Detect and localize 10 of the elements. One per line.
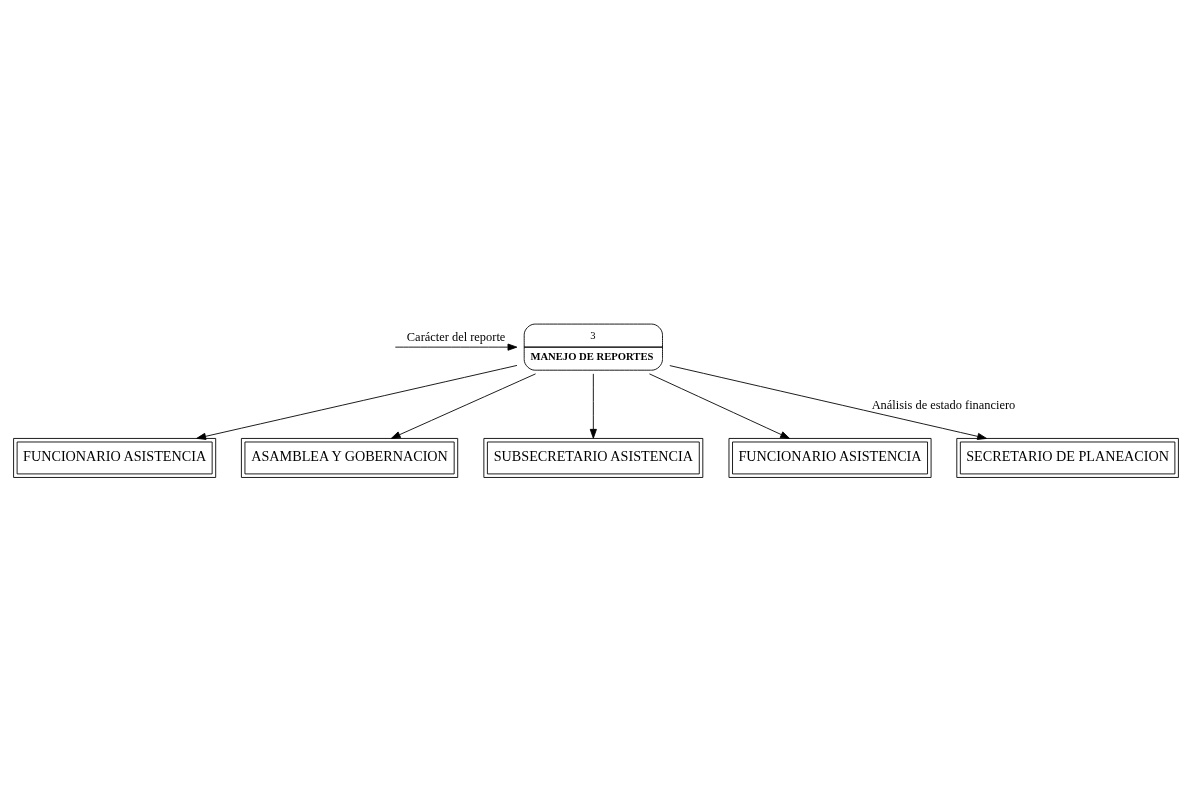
arrow [394,343,518,351]
arrow [196,364,518,440]
node-box: FUNCIONARIO ASISTENCIA [728,437,932,478]
edge-label: Carácter del reporte [406,329,506,344]
arrow [649,372,790,439]
edge-label: Análisis de estado financiero [871,397,1016,412]
arrow [390,372,536,439]
node-box: ASAMBLEA Y GOBERNACION [240,437,459,478]
arrow [669,364,987,440]
arrow [589,372,597,439]
